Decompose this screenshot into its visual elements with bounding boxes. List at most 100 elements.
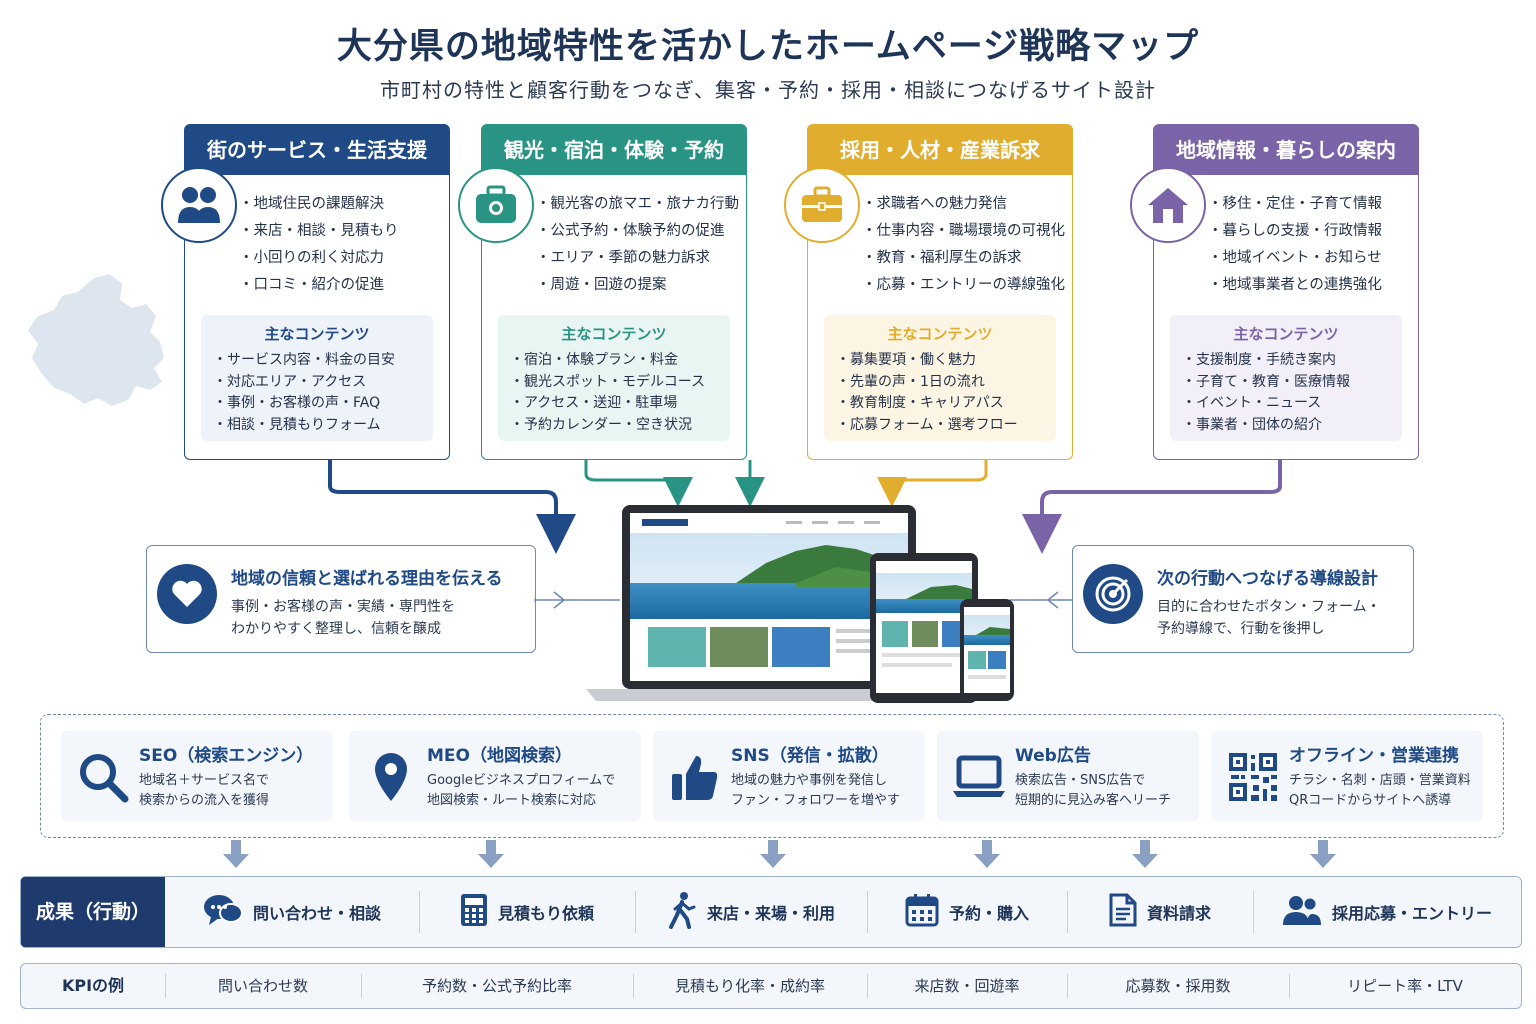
category-card-title: 採用・人材・産業訴求 xyxy=(808,125,1072,175)
content-item: 相談・見積もりフォーム xyxy=(213,415,433,437)
house-icon xyxy=(1130,167,1206,243)
content-item: 募集要項・働く魅力 xyxy=(836,350,1056,372)
content-item: 宿泊・体験プラン・料金 xyxy=(510,350,730,372)
channel-title: オフライン・営業連携 xyxy=(1289,746,1459,766)
kpi-item: 予約数・公式予約比率 xyxy=(421,977,572,995)
content-item: 事例・お客様の声・FAQ xyxy=(213,393,433,415)
channel-card: SEO（検索エンジン） 地域名＋サービス名で検索からの流入を獲得 xyxy=(61,731,333,821)
channel-card: MEO（地図検索） Googleビジネスプロフィームで地図検索・ルート検索に対応 xyxy=(349,731,641,821)
result-item: 来店・来場・利用 xyxy=(635,877,867,947)
channel-to-result-arrows xyxy=(223,840,1336,868)
card-point: 応募・エントリーの導線強化 xyxy=(862,272,1066,299)
main-contents-title: 主なコンテンツ xyxy=(887,325,993,343)
card-point: 周遊・回遊の提案 xyxy=(536,272,739,299)
card-point: 地域事業者との連携強化 xyxy=(1208,272,1382,299)
category-points: 観光客の旅マエ・旅ナカ行動公式予約・体験予約の促進エリア・季節の魅力訴求周遊・回… xyxy=(536,191,740,299)
people-icon xyxy=(161,167,237,243)
thumbs-up-icon xyxy=(667,749,723,805)
kpi-item: 来店数・回遊率 xyxy=(914,977,1020,995)
left-side-connector xyxy=(534,591,620,609)
content-item: 応募フォーム・選考フロー xyxy=(836,415,1056,437)
category-points: 移住・定住・子育て情報暮らしの支援・行政情報地域イベント・お知らせ地域事業者との… xyxy=(1208,191,1383,299)
content-item: イベント・ニュース xyxy=(1182,393,1402,415)
kpi-label: KPIの例 xyxy=(61,976,125,995)
card-point: 観光客の旅マエ・旅ナカ行動 xyxy=(536,191,740,218)
main-contents-list: 支援制度・手続き案内子育て・教育・医療情報イベント・ニュース事業者・団体の紹介 xyxy=(1182,350,1402,436)
card-point: エリア・季節の魅力訴求 xyxy=(536,245,739,272)
result-label: 来店・来場・利用 xyxy=(706,904,835,923)
content-item: 子育て・教育・医療情報 xyxy=(1182,372,1402,394)
main-contents-list: 宿泊・体験プラン・料金観光スポット・モデルコースアクセス・送迎・駐車場予約カレン… xyxy=(510,350,730,436)
card-point: 公式予約・体験予約の促進 xyxy=(536,218,739,245)
main-contents-box: 主なコンテンツ サービス内容・料金の目安対応エリア・アクセス事例・お客様の声・F… xyxy=(201,315,433,441)
channel-description: 検索広告・SNS広告で短期的に見込み客へリーチ xyxy=(1015,773,1172,808)
target-icon xyxy=(1083,564,1143,624)
main-contents-title: 主なコンテンツ xyxy=(561,325,667,343)
action-description: 目的に合わせたボタン・フォーム・予約導線で、行動を後押し xyxy=(1157,599,1381,637)
calculator-icon xyxy=(460,893,488,931)
category-points: 求職者への魅力発信仕事内容・職場環境の可視化教育・福利厚生の訴求応募・エントリー… xyxy=(862,191,1066,299)
search-icon xyxy=(75,749,131,805)
website-device-mockup xyxy=(586,505,1014,703)
category-points: 地域住民の課題解決来店・相談・見積もり小回りの利く対応力口コミ・紹介の促進 xyxy=(239,191,399,299)
category-card-3: 採用・人材・産業訴求 求職者への魅力発信仕事内容・職場環境の可視化教育・福利厚生… xyxy=(784,124,1073,460)
category-card-title: 地域情報・暮らしの案内 xyxy=(1154,125,1418,175)
result-item: 問い合わせ・相談 xyxy=(165,877,419,947)
content-item: 事業者・団体の紹介 xyxy=(1182,415,1402,437)
content-item: アクセス・送迎・駐車場 xyxy=(510,393,730,415)
kpi-item: 見積もり化率・成約率 xyxy=(674,977,825,995)
channels-panel: SEO（検索エンジン） 地域名＋サービス名で検索からの流入を獲得 MEO（地図検… xyxy=(40,714,1504,838)
channel-description: Googleビジネスプロフィームで地図検索・ルート検索に対応 xyxy=(427,773,616,808)
map-pin-icon xyxy=(363,749,419,805)
card-point: 小回りの利く対応力 xyxy=(239,245,399,272)
channel-card: Web広告 検索広告・SNS広告で短期的に見込み客へリーチ xyxy=(937,731,1199,821)
card-point: 暮らしの支援・行政情報 xyxy=(1208,218,1383,245)
oita-map-silhouette xyxy=(28,274,164,406)
trust-title: 地域の信頼と選ばれる理由を伝える xyxy=(231,569,503,589)
result-item: 見積もり依頼 xyxy=(419,877,635,947)
category-card-4: 地域情報・暮らしの案内 移住・定住・子育て情報暮らしの支援・行政情報地域イベント… xyxy=(1130,124,1419,460)
main-contents-list: 募集要項・働く魅力先輩の声・1日の流れ教育制度・キャリアパス応募フォーム・選考フ… xyxy=(836,350,1056,436)
kpi-bar: KPIの例 問い合わせ数 予約数・公式予約比率 見積もり化率・成約率 来店数・回遊率 応… xyxy=(20,963,1522,1009)
channel-title: SEO（検索エンジン） xyxy=(139,746,314,766)
channel-description: 地域名＋サービス名で検索からの流入を獲得 xyxy=(139,773,270,808)
results-bar: 成果（行動） 問い合わせ・相談 見積もり依頼 来店・来場・利用 予約・購入 資料… xyxy=(20,876,1522,948)
content-item: サービス内容・料金の目安 xyxy=(213,350,433,372)
category-card-2: 観光・宿泊・体験・予約 観光客の旅マエ・旅ナカ行動公式予約・体験予約の促進エリア… xyxy=(458,124,747,460)
card-point: 仕事内容・職場環境の可視化 xyxy=(862,218,1066,245)
category-card-1: 街のサービス・生活支援 地域住民の課題解決来店・相談・見積もり小回りの利く対応力… xyxy=(161,124,450,460)
laptop-icon xyxy=(951,749,1007,805)
kpi-item: 問い合わせ数 xyxy=(217,977,308,995)
result-label: 予約・購入 xyxy=(948,904,1029,923)
action-title: 次の行動へつなげる導線設計 xyxy=(1157,569,1378,589)
card-point: 移住・定住・子育て情報 xyxy=(1208,191,1383,218)
card-point: 地域イベント・お知らせ xyxy=(1208,245,1382,272)
channel-title: MEO（地図検索） xyxy=(427,746,572,766)
connector-arrows xyxy=(328,460,1282,554)
content-item: 教育制度・キャリアパス xyxy=(836,393,1056,415)
channel-title: Web広告 xyxy=(1015,746,1091,766)
suitcase-icon xyxy=(458,167,534,243)
card-point: 来店・相談・見積もり xyxy=(239,218,399,245)
main-contents-list: サービス内容・料金の目安対応エリア・アクセス事例・お客様の声・FAQ相談・見積も… xyxy=(213,350,433,436)
trust-message-box: 地域の信頼と選ばれる理由を伝える 事例・お客様の声・実績・専門性をわかりやすく整… xyxy=(146,545,536,653)
briefcase-icon xyxy=(784,167,860,243)
category-card-title: 街のサービス・生活支援 xyxy=(185,125,449,175)
heart-icon xyxy=(157,564,217,624)
result-label: 見積もり依頼 xyxy=(497,904,594,923)
content-item: 予約カレンダー・空き状況 xyxy=(510,415,730,437)
result-item: 採用応募・エントリー xyxy=(1253,877,1521,947)
kpi-item: リピート率・LTV xyxy=(1347,977,1463,995)
qr-code-icon xyxy=(1225,749,1281,805)
main-contents-box: 主なコンテンツ 支援制度・手続き案内子育て・教育・医療情報イベント・ニュース事業… xyxy=(1170,315,1402,441)
main-contents-box: 主なコンテンツ 募集要項・働く魅力先輩の声・1日の流れ教育制度・キャリアパス応募… xyxy=(824,315,1056,441)
channel-title: SNS（発信・拡散） xyxy=(731,746,889,766)
walking-icon xyxy=(667,891,697,933)
action-flow-box: 次の行動へつなげる導線設計 目的に合わせたボタン・フォーム・予約導線で、行動を後… xyxy=(1072,545,1414,653)
page-title: 大分県の地域特性を活かしたホームページ戦略マップ xyxy=(336,27,1200,67)
kpi-item: 応募数・採用数 xyxy=(1125,977,1231,995)
card-point: 教育・福利厚生の訴求 xyxy=(862,245,1065,272)
content-item: 支援制度・手続き案内 xyxy=(1182,350,1402,372)
